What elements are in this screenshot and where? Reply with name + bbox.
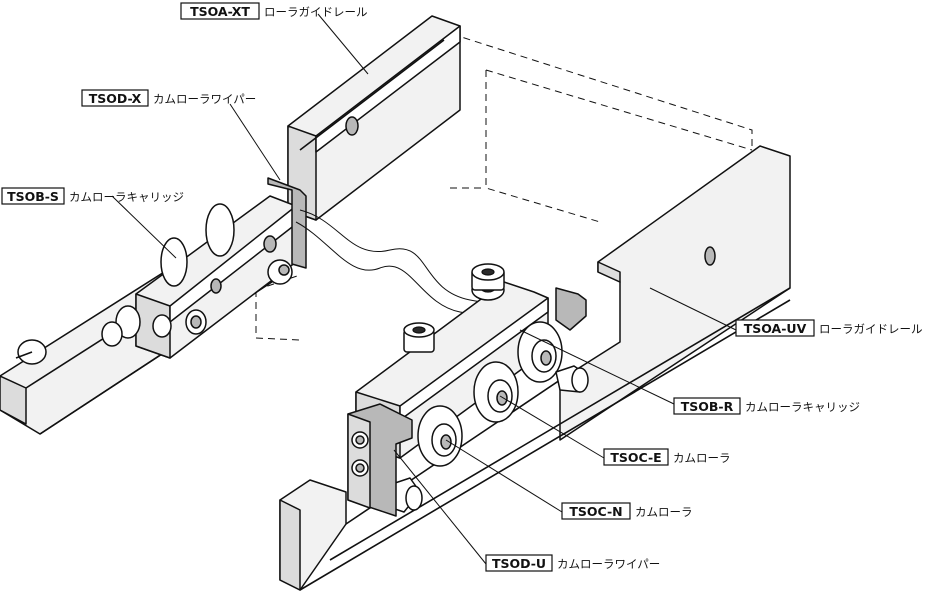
callout-tsob-r-name: カムローラキャリッジ [745,400,860,414]
callout-tsob-s: TSOB-S カムローラキャリッジ [1,187,184,205]
callout-tsoc-e-name: カムローラ [673,451,731,465]
callout-tsod-x-code: TSOD-X [89,91,142,106]
callout-tsoa-xt-name: ローラガイドレール [264,5,368,19]
callout-tsod-u-name: カムローラワイパー [557,557,660,571]
callout-tsob-r: TSOB-R カムローラキャリッジ [673,397,860,415]
callout-tsoa-xt: TSOA-XT ローラガイドレール [180,2,368,20]
callout-tsob-s-name: カムローラキャリッジ [69,190,184,204]
callout-tsoc-n-name: カムローラ [635,505,693,519]
callout-tsob-s-code: TSOB-S [7,189,59,204]
callout-tsod-x: TSOD-X カムローラワイパー [81,89,256,107]
callout-tsoc-e-code: TSOC-E [610,450,661,465]
callout-tsod-u-code: TSOD-U [492,556,546,571]
callout-tsoa-uv-code: TSOA-UV [744,321,807,336]
callout-tsoa-xt-code: TSOA-XT [190,4,250,19]
callout-tsod-x-name: カムローラワイパー [153,92,256,106]
callout-tsoc-n: TSOC-N カムローラ [561,502,693,520]
rail-tsoa-xt [287,15,461,221]
callout-tsoa-uv-name: ローラガイドレール [819,322,923,336]
callout-tsod-u: TSOD-U カムローラワイパー [485,554,660,572]
leader-lines [111,13,737,565]
callout-tsoc-e: TSOC-E カムローラ [603,448,731,466]
wiper-tsod-u [347,403,413,517]
rail-tsoa-uv [279,145,791,591]
callout-tsoa-uv: TSOA-UV ローラガイドレール [735,319,923,337]
phantom-frame [255,33,753,341]
callout-tsob-r-code: TSOB-R [681,399,734,414]
callout-tsoc-n-code: TSOC-N [569,504,622,519]
wiper-tsod-x [267,177,307,269]
